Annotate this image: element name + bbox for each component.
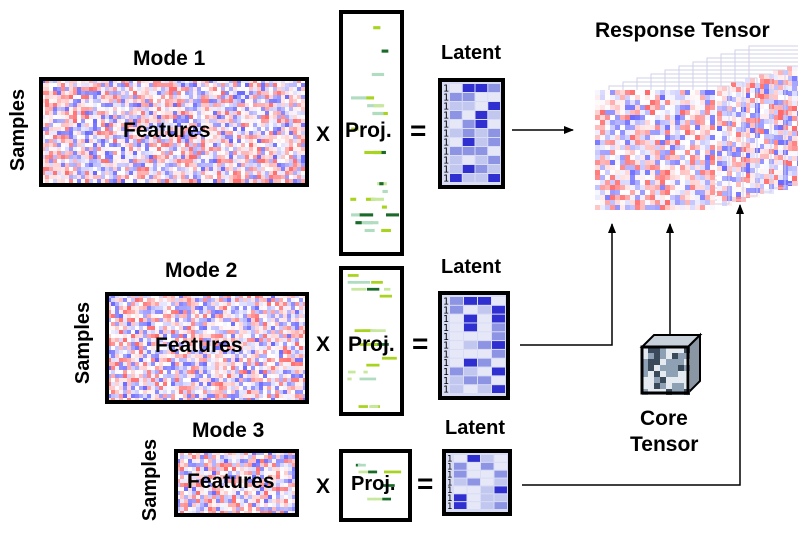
- mode-1-feature-matrix: [39, 77, 309, 187]
- mode-2-latent-title: Latent: [441, 256, 501, 278]
- svg-text:1: 1: [443, 349, 449, 360]
- svg-text:1: 1: [443, 314, 449, 325]
- svg-text:1: 1: [447, 470, 452, 480]
- svg-text:1: 1: [443, 156, 449, 167]
- mode-2-equals-sign: =: [412, 328, 429, 359]
- mode-1-latent-title: Latent: [441, 42, 501, 64]
- svg-text:1: 1: [443, 367, 449, 378]
- svg-text:1: 1: [443, 341, 449, 352]
- mode-3-latent-title: Latent: [445, 417, 505, 439]
- svg-text:1: 1: [447, 494, 452, 504]
- svg-text:1: 1: [443, 129, 449, 140]
- core-tensor-label-line2: Tensor: [630, 433, 699, 456]
- svg-text:1: 1: [443, 376, 449, 387]
- mode-2-title: Mode 2: [165, 259, 238, 282]
- svg-text:1: 1: [443, 174, 449, 185]
- mode-1-proj-label: Proj.: [345, 119, 392, 142]
- svg-text:1: 1: [447, 486, 452, 496]
- mode-2-feature-matrix: [105, 292, 309, 404]
- arrow-mode-2-to-response: [520, 223, 616, 346]
- svg-text:1: 1: [443, 165, 449, 176]
- mode-2-proj-label: Proj.: [348, 333, 395, 356]
- svg-text:1: 1: [443, 358, 449, 369]
- mode-3-samples-label: Samples: [139, 438, 161, 522]
- mode-3-feature-matrix: [174, 449, 299, 517]
- svg-text:1: 1: [443, 111, 449, 122]
- mode-3-proj-label: Proj.: [351, 473, 396, 495]
- mode-1-times-sign: X: [316, 123, 331, 146]
- svg-text:1: 1: [443, 296, 449, 307]
- svg-text:1: 1: [443, 305, 449, 316]
- response-tensor-title: Response Tensor: [595, 19, 770, 42]
- mode-1-equals-sign: =: [410, 115, 427, 146]
- mode-3-equals-sign: =: [417, 468, 434, 499]
- svg-text:1: 1: [447, 455, 452, 465]
- mode-3-projection-matrix: [339, 449, 412, 522]
- svg-text:1: 1: [443, 138, 449, 149]
- mode-2-times-sign: X: [316, 333, 331, 356]
- mode-1-features-label: Features: [123, 119, 211, 142]
- mode-2-projection-matrix: [339, 266, 404, 416]
- svg-text:1: 1: [443, 120, 449, 131]
- mode-3-features-label: Features: [187, 470, 275, 493]
- mode-1-samples-label: Samples: [7, 88, 29, 172]
- core-tensor-cube: [639, 332, 703, 396]
- svg-text:1: 1: [443, 147, 449, 158]
- svg-text:1: 1: [447, 478, 452, 488]
- svg-text:1: 1: [447, 502, 452, 512]
- svg-text:1: 1: [443, 102, 449, 113]
- mode-1-title: Mode 1: [133, 47, 206, 70]
- mode-2-samples-label: Samples: [72, 301, 94, 385]
- core-tensor-label-line1: Core: [640, 407, 688, 430]
- response-tensor: [595, 45, 798, 210]
- svg-text:1: 1: [443, 84, 449, 95]
- svg-text:1: 1: [443, 385, 449, 396]
- svg-text:1: 1: [443, 93, 449, 104]
- mode-1-projection-matrix: [339, 10, 404, 256]
- arrow-mode-3-to-response: [522, 204, 744, 486]
- svg-text:1: 1: [443, 323, 449, 334]
- mode-3-times-sign: X: [316, 475, 331, 498]
- svg-text:1: 1: [447, 463, 452, 473]
- mode-3-title: Mode 3: [192, 419, 265, 442]
- svg-text:1: 1: [443, 332, 449, 343]
- mode-2-features-label: Features: [155, 334, 243, 357]
